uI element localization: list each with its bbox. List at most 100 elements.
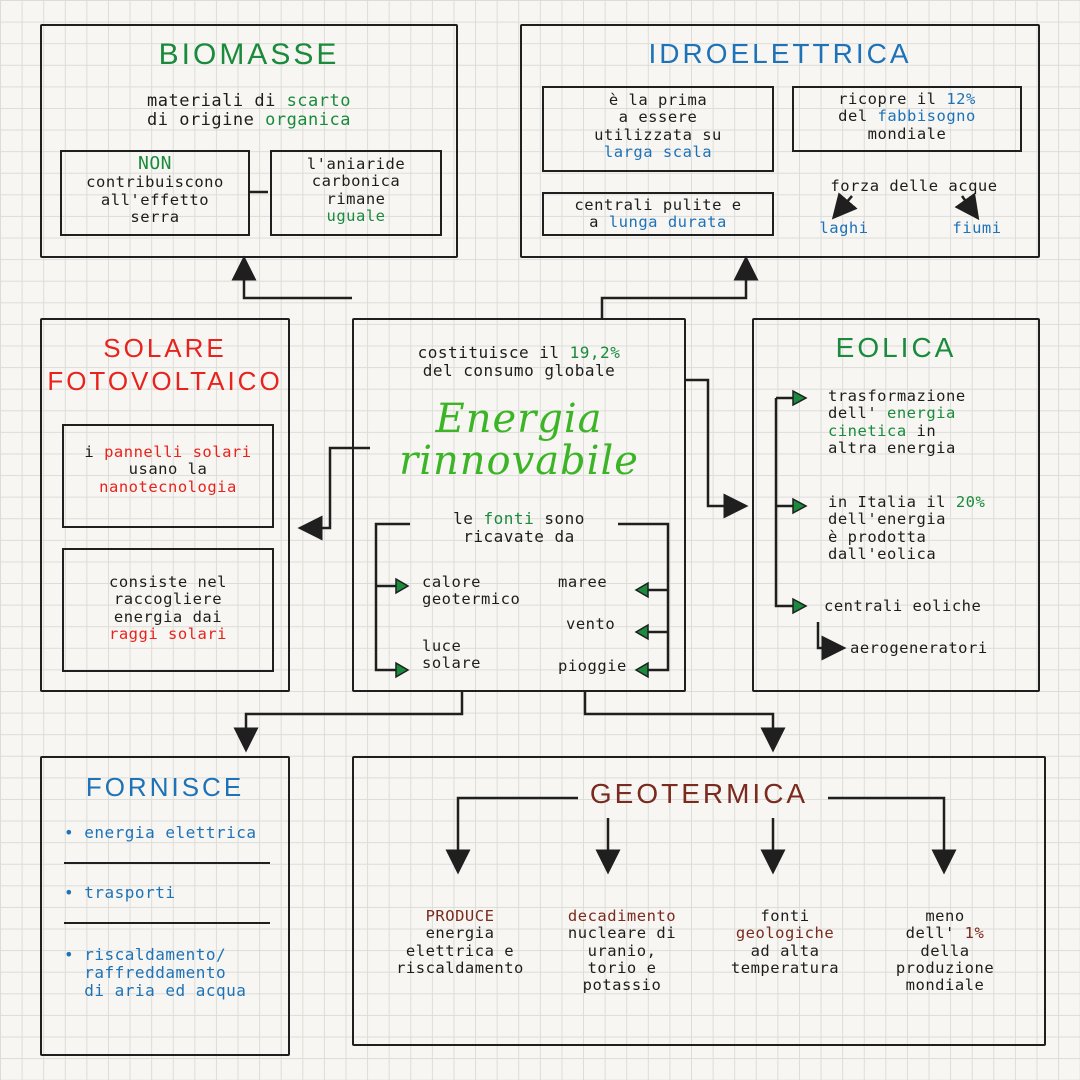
eolica-item-2: in Italia il 20% dell'energia è prodotta… xyxy=(828,493,985,564)
solare-subbox-1: i pannelli solari usano la nanotecnologi… xyxy=(62,424,274,528)
geo-c2-l2: uranio, xyxy=(587,941,657,960)
idro-subbox-1: è la prima a essere utilizzata su larga … xyxy=(542,86,774,172)
eolica-i2-l2: dell'energia xyxy=(828,510,946,529)
center-box: costituisce il 19,2% del consumo globale… xyxy=(352,318,686,692)
geo-c2-l4: potassio xyxy=(582,976,662,995)
geo-c4-l3: della xyxy=(920,941,970,960)
idro-subbox-2-text: ricopre il 12% del fabbisogno mondiale xyxy=(794,90,1020,143)
eolica-box: EOLICA trasformazione dell' energia cine… xyxy=(752,318,1040,692)
biomasse-b2-l2: carbonica xyxy=(311,172,401,191)
idro-laghi: laghi xyxy=(819,219,869,237)
biomasse-subbox-1: NON contribuiscono all'effetto serra xyxy=(60,150,250,236)
arrow-to-geotermica xyxy=(583,692,786,753)
fornisce-trasporti: trasporti xyxy=(84,883,176,902)
solare-subbox-2: consiste nel raccogliere energia dai rag… xyxy=(62,548,274,672)
idro-b1-l1: è la prima xyxy=(608,91,708,109)
center-left-item-1: calore geotermico xyxy=(422,573,520,609)
arrow-to-biomasse xyxy=(231,255,352,300)
center-right-vento: vento xyxy=(566,615,616,633)
solare-b2-l2: raccogliere xyxy=(113,590,223,609)
biomasse-box: BIOMASSE materiali di scarto di origine … xyxy=(40,24,458,258)
biomasse-desc: materiali di scarto di origine organica xyxy=(42,91,456,131)
biomasse-subbox-2-text: l'aniaride carbonica rimane uguale xyxy=(272,155,440,226)
biomasse-uguale: uguale xyxy=(326,207,386,226)
center-fonti-post: sono xyxy=(534,509,585,528)
center-fonti-pre: le xyxy=(453,509,484,528)
center-title-2: rinnovabile xyxy=(399,438,639,484)
fornisce-item-2: • trasporti xyxy=(64,883,176,902)
idro-subbox-1-text: è la prima a essere utilizzata su larga … xyxy=(544,91,772,161)
eolica-i1-l1: trasformazione xyxy=(828,387,966,405)
geo-c3-l2: ad alta xyxy=(750,941,820,960)
idro-b3-l2: a xyxy=(589,213,609,232)
idro-b2-l1: ricopre il xyxy=(838,90,947,108)
geo-col-4: meno dell' 1% della produzione mondiale xyxy=(870,907,1020,995)
center-title-1: Energia xyxy=(435,396,603,442)
solare-raggi: raggi solari xyxy=(109,625,227,644)
geo-decadimento: decadimento xyxy=(567,907,677,925)
biomasse-b2-l3: rimane xyxy=(326,189,386,208)
fornisce-title: FORNISCE xyxy=(85,772,245,802)
center-right-maree: maree xyxy=(558,573,608,591)
biomasse-b1-l3: serra xyxy=(130,207,180,226)
idro-fiumi: fiumi xyxy=(952,219,1002,237)
solare-b2-l1: consiste nel xyxy=(109,573,227,591)
solare-box: SOLARE FOTOVOLTAICO i pannelli solari us… xyxy=(40,318,290,692)
solare-subbox-1-text: i pannelli solari usano la nanotecnologi… xyxy=(64,443,272,496)
eolica-title: EOLICA xyxy=(835,332,957,363)
eolica-item-3: centrali eoliche xyxy=(824,597,982,615)
center-left-luce: luce xyxy=(422,637,462,655)
arrow-to-fornisce xyxy=(233,692,464,753)
idro-box: IDROELETTRICA è la prima a essere utiliz… xyxy=(520,24,1040,258)
center-left-calore: calore xyxy=(422,573,481,591)
center-line2: del consumo globale xyxy=(422,360,616,380)
idro-b2-l2: del xyxy=(838,107,878,126)
biomasse-subbox-1-text: NON contribuiscono all'effetto serra xyxy=(62,153,248,226)
center-title: Energia rinnovabile xyxy=(354,398,684,482)
fornisce-item-3: • riscaldamento/ raffreddamento di aria … xyxy=(64,945,247,1000)
fornisce-box: FORNISCE • energia elettrica • trasporti… xyxy=(40,756,290,1056)
idro-title: IDROELETTRICA xyxy=(648,38,912,69)
biomasse-subbox-2: l'aniaride carbonica rimane uguale xyxy=(270,150,442,236)
geo-produce: PRODUCE xyxy=(425,907,495,925)
solare-b2-l3: energia dai xyxy=(113,607,223,626)
center-left-solare: solare xyxy=(422,654,481,673)
idro-subbox-3: centrali pulite e a lunga durata xyxy=(542,192,774,236)
fornisce-item-1: • energia elettrica xyxy=(64,823,257,842)
idro-pct: 12% xyxy=(946,90,976,108)
biomasse-b1-l2: all'effetto xyxy=(100,190,210,209)
solare-b1-l2: usano la xyxy=(128,460,208,479)
idro-subbox-2: ricopre il 12% del fabbisogno mondiale xyxy=(792,86,1022,152)
geo-c4-l1: meno xyxy=(925,907,965,925)
geotermica-box: GEOTERMICA PRODUCE energia elettrica e r… xyxy=(352,756,1046,1046)
biomasse-organica: organica xyxy=(265,110,351,131)
biomasse-b1-l1: contribuiscono xyxy=(86,173,224,192)
biomasse-desc2: di origine xyxy=(147,110,266,131)
geo-pct: 1% xyxy=(964,924,985,943)
geo-geologiche: geologiche xyxy=(735,924,835,943)
solare-title-1: SOLARE xyxy=(103,333,227,363)
eolica-i2-l4: dall'eolica xyxy=(828,545,937,564)
eolica-item-4: aerogeneratori xyxy=(850,639,988,657)
geo-c3-l3: temperatura xyxy=(730,959,840,978)
idro-subbox-3-text: centrali pulite e a lunga durata xyxy=(544,196,772,232)
arrow-to-eolica xyxy=(686,378,749,519)
solare-nanotecnologia: nanotecnologia xyxy=(99,477,237,496)
biomasse-b2-l1: l'aniaride xyxy=(306,155,406,173)
fornisce-divider-2 xyxy=(64,922,270,924)
biomasse-desc1: materiali di xyxy=(147,91,287,111)
fornisce-aria-acqua: di aria ed acqua xyxy=(84,980,247,1000)
eolica-i1-l3: in xyxy=(906,421,937,440)
idro-forza: forza delle acque xyxy=(830,177,998,195)
idro-b1-l2: a essere xyxy=(618,108,698,127)
eolica-i2-l1: in Italia il xyxy=(828,493,956,511)
solare-title: SOLARE FOTOVOLTAICO xyxy=(42,332,288,397)
center-pct: 19,2% xyxy=(569,343,621,362)
geo-c2-l1: nucleare di xyxy=(567,924,677,943)
biomasse-title: BIOMASSE xyxy=(158,38,340,71)
eolica-i1-l2: dell' xyxy=(828,404,887,423)
solare-b1-l1: i xyxy=(84,443,105,461)
solare-title-2: FOTOVOLTAICO xyxy=(47,365,283,396)
center-intro: costituisce il 19,2% del consumo globale xyxy=(354,344,684,380)
center-fonti-line2: ricavate da xyxy=(463,526,575,546)
